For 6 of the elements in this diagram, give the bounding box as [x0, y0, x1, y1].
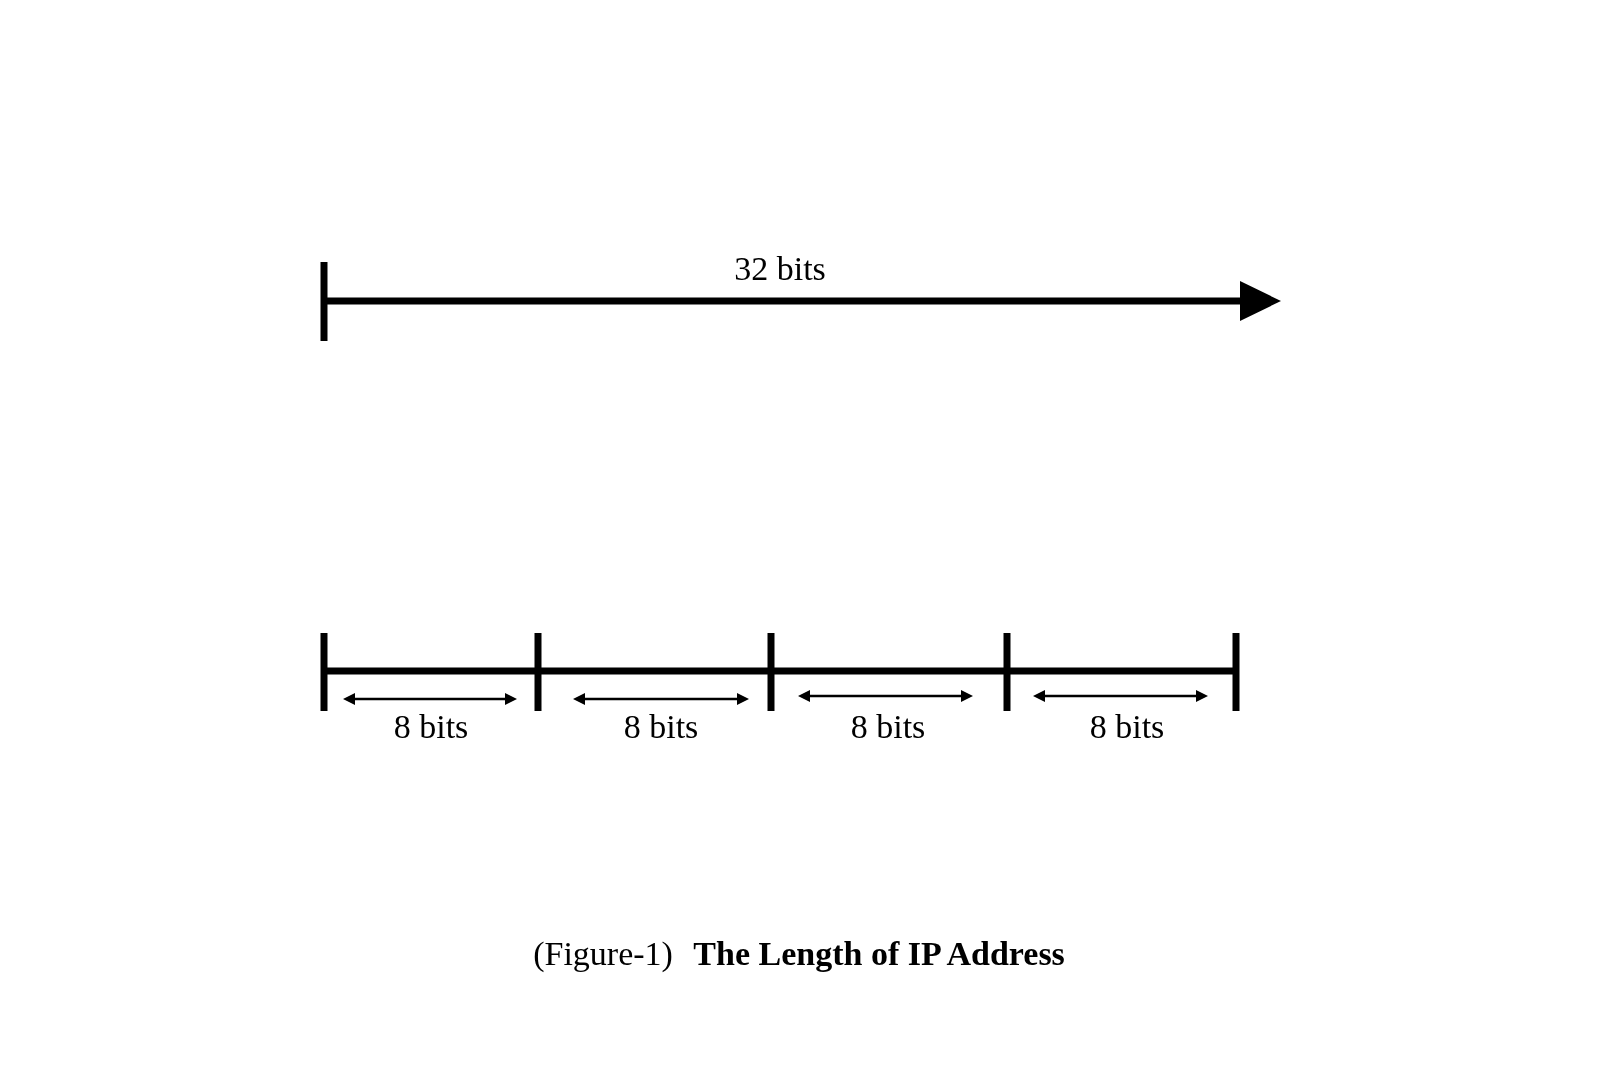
figure-caption: (Figure-1) The Length of IP Address [533, 935, 1065, 973]
dimension-label: 8 bits [1089, 708, 1165, 746]
dimension-label: 32 bits [734, 250, 826, 288]
dimension-label: 8 bits [393, 708, 469, 746]
dimension-label: 8 bits [850, 708, 926, 746]
dimension-label: 8 bits [623, 708, 699, 746]
